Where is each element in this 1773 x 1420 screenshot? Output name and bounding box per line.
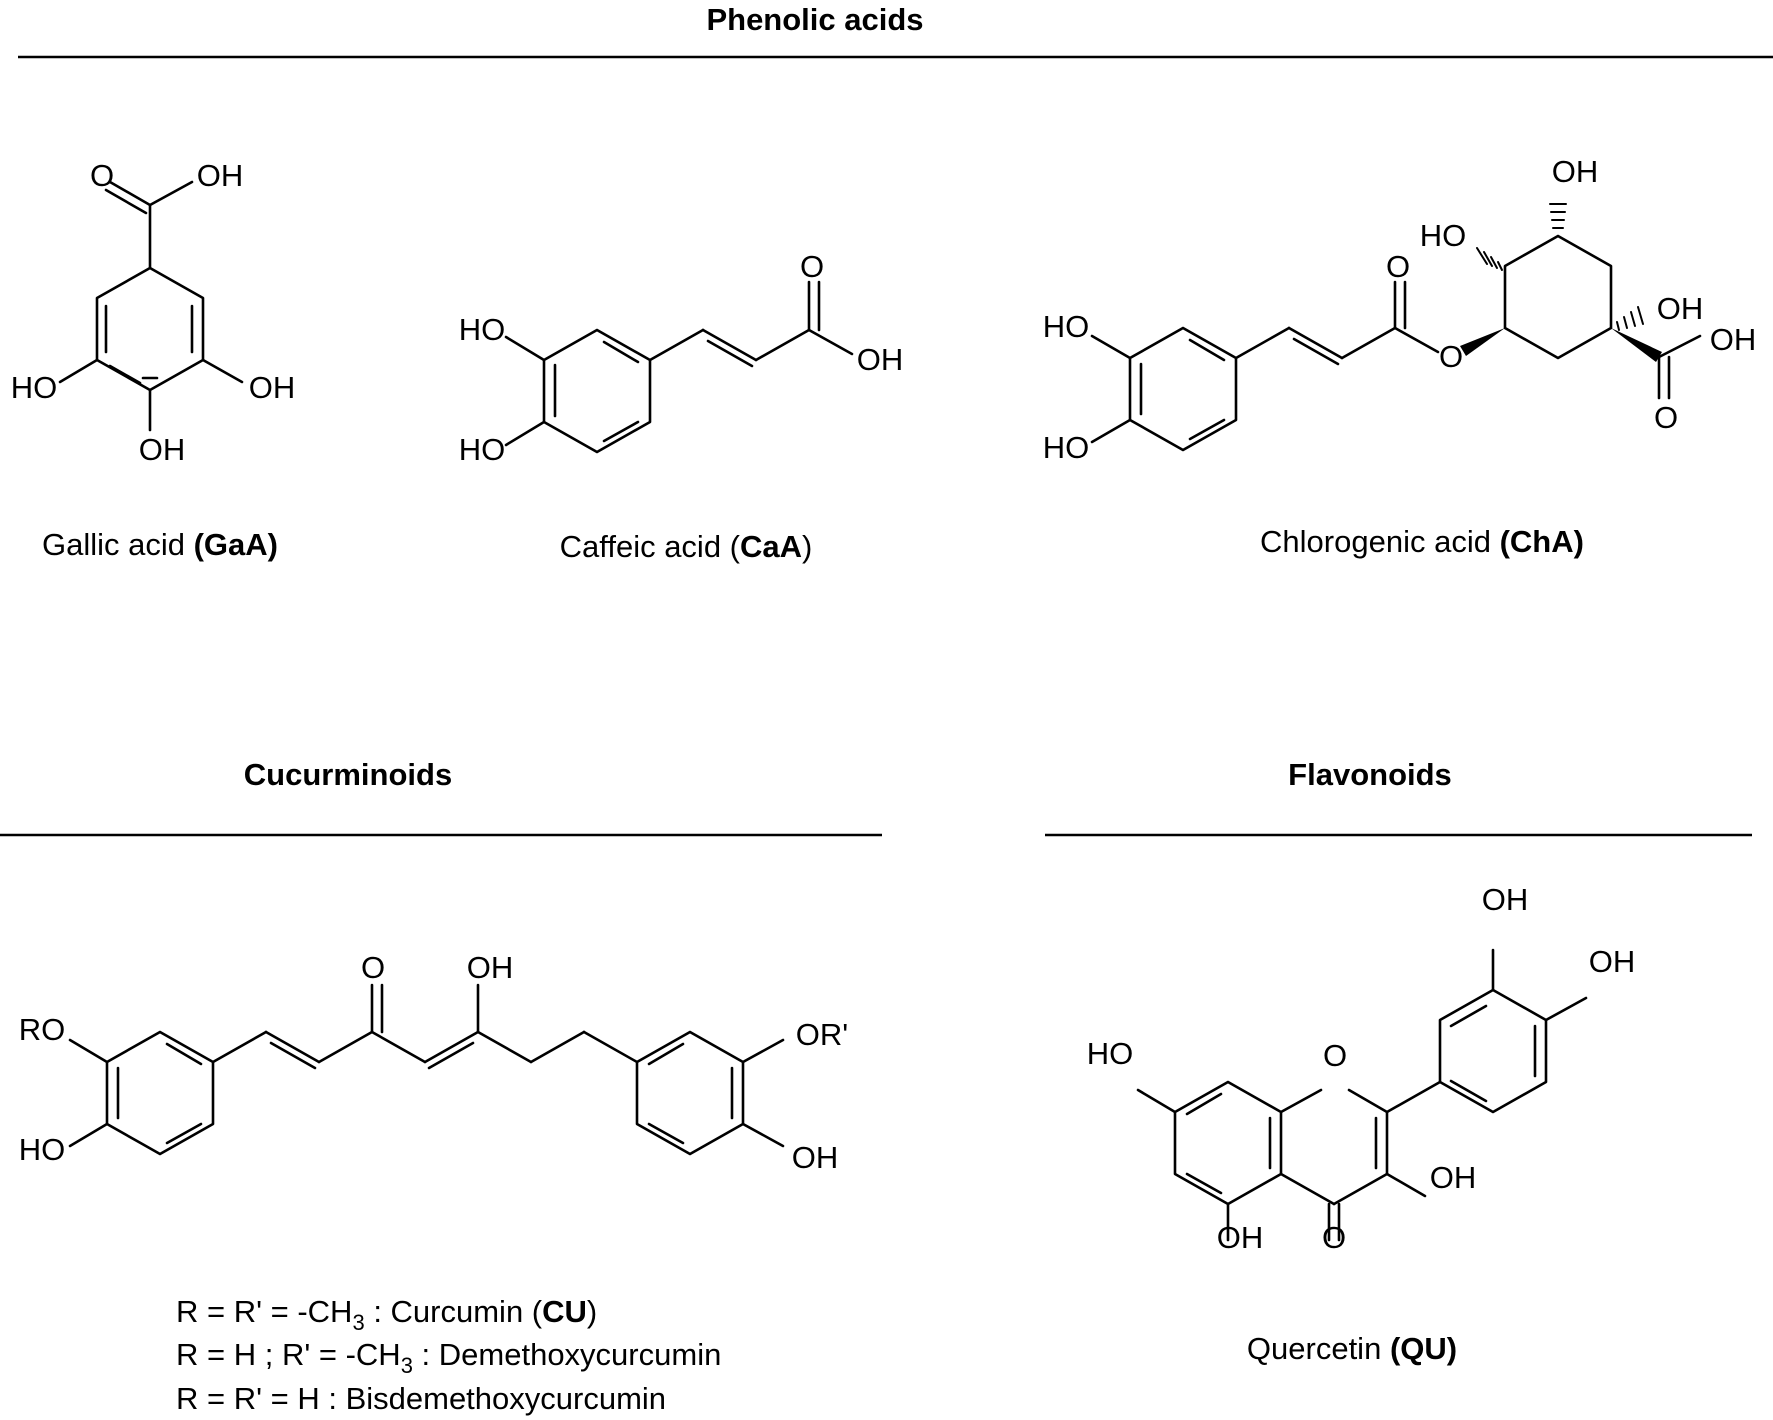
gallic-acid-structure	[58, 180, 244, 432]
caption-chlorogenic-acid: Chlorogenic acid (ChA)	[1260, 524, 1584, 559]
gallic-atom-oh-right: OH	[249, 370, 296, 405]
caffeic-atom-oh: OH	[857, 342, 904, 377]
heading-phenolic-acids: Phenolic acids	[706, 2, 923, 37]
quercetin-name: Quercetin	[1247, 1331, 1381, 1366]
curcumin-line-1-abbr: CU	[542, 1294, 587, 1329]
heading-curcuminoids: Cucurminoids	[244, 757, 452, 792]
caption-caffeic-acid: Caffeic acid (CaA)	[560, 529, 813, 564]
chlorogenic-abbr: (ChA)	[1500, 524, 1584, 559]
gallic-name: Gallic acid	[42, 527, 185, 562]
chlorogenic-atom-ho-dash: HO	[1420, 218, 1467, 253]
curcumin-line-2-sub: 3	[401, 1353, 413, 1378]
quercetin-atom-o-carbonyl: O	[1322, 1220, 1346, 1255]
chlorogenic-atom-oh-dash: OH	[1657, 291, 1704, 326]
heading-flavonoids: Flavonoids	[1288, 757, 1452, 792]
curcumin-line-1-close: )	[587, 1294, 597, 1329]
curcumin-atom-ro: RO	[19, 1012, 66, 1047]
caffeic-abbr: CaA	[740, 529, 802, 564]
quercetin-atom-oh-3p: OH	[1482, 882, 1529, 917]
quercetin-abbr: (QU)	[1390, 1331, 1457, 1366]
gallic-atom-ho-left: HO	[11, 370, 58, 405]
quercetin-atom-oh-3: OH	[1430, 1160, 1477, 1195]
gallic-abbr: (GaA)	[194, 527, 278, 562]
chlorogenic-atom-oh-top: OH	[1552, 154, 1599, 189]
gallic-atom-oh-top: OH	[197, 158, 244, 193]
caffeic-atom-o: O	[800, 249, 824, 284]
curcumin-atom-o: O	[361, 950, 385, 985]
chlorogenic-atom-ho-bottom: HO	[1043, 430, 1090, 465]
chlorogenic-atom-ho-top: HO	[1043, 309, 1090, 344]
curcuminoid-structure	[68, 983, 785, 1156]
caffeic-acid-structure	[504, 280, 854, 454]
curcumin-line-2: R = H ; R' = -CH3 : Demethoxycurcumin	[176, 1337, 721, 1378]
curcumin-line-3: R = R' = H : Bisdemethoxycurcumin	[176, 1381, 666, 1416]
curcumin-line-2-rest: : Demethoxycurcumin	[413, 1337, 721, 1372]
quercetin-atom-ho: HO	[1087, 1036, 1134, 1071]
caffeic-name: Caffeic acid (	[560, 529, 741, 564]
quercetin-structure	[1136, 948, 1588, 1242]
quercetin-atom-oh-4p: OH	[1589, 944, 1636, 979]
curcumin-line-1: R = R' = -CH3 : Curcumin (CU)	[176, 1294, 597, 1335]
curcumin-line-2-lead: R = H ; R' = -CH	[176, 1337, 401, 1372]
caption-quercetin: Quercetin (QU)	[1247, 1331, 1457, 1366]
chlorogenic-atom-o-ester: O	[1439, 339, 1463, 374]
chlorogenic-atom-o-acid: O	[1654, 400, 1678, 435]
curcumin-atom-oh-right: OH	[792, 1140, 839, 1175]
curcumin-line-1-sub: 3	[352, 1310, 364, 1335]
caffeic-atom-ho-bottom: HO	[459, 432, 506, 467]
gallic-atom-o: O	[90, 158, 114, 193]
chlorogenic-acid-structure	[1090, 203, 1702, 452]
chlorogenic-atom-oh-acid: OH	[1710, 322, 1757, 357]
curcumin-atom-ho: HO	[19, 1132, 66, 1167]
gallic-atom-oh-bottom: OH	[139, 432, 186, 467]
quercetin-atom-o-ring: O	[1323, 1038, 1347, 1073]
curcumin-atom-oh-enol: OH	[467, 950, 514, 985]
curcumin-line-1-rest: : Curcumin (	[365, 1294, 543, 1329]
chlorogenic-atom-o-carbonyl: O	[1386, 249, 1410, 284]
curcumin-atom-orp: OR'	[796, 1017, 848, 1052]
caffeic-atom-ho-top: HO	[459, 312, 506, 347]
curcumin-line-1-lead: R = R' = -CH	[176, 1294, 352, 1329]
quercetin-atom-oh-5: OH	[1217, 1220, 1264, 1255]
caption-gallic-acid: Gallic acid (GaA)	[42, 527, 278, 562]
chlorogenic-name: Chlorogenic acid	[1260, 524, 1491, 559]
caffeic-close: )	[802, 529, 812, 564]
